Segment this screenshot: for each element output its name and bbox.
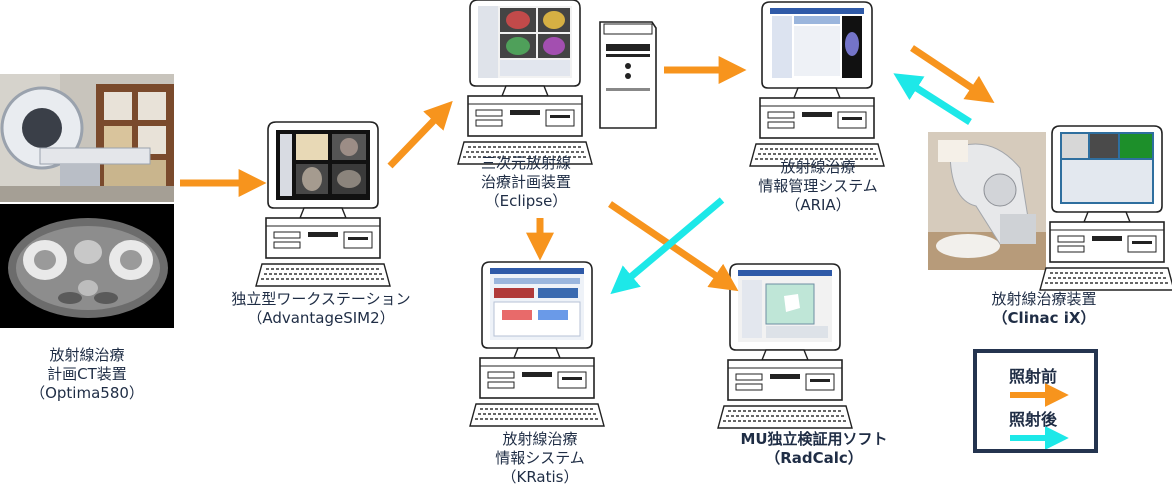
legend-box: 照射前 照射後 xyxy=(973,349,1098,453)
linac-control-computer xyxy=(1039,125,1172,291)
eclipse-label-line3: （Eclipse） xyxy=(484,192,568,210)
ct-label-line1: 放射線治療 xyxy=(49,346,125,364)
aria-label-line3: （ARIA） xyxy=(785,196,851,214)
eclipse-label: 三次元放射線 治療計画装置 （Eclipse） xyxy=(481,154,571,211)
ct-label-line2: 計画CT装置 xyxy=(47,365,127,383)
aria-label-line2: 情報管理システム xyxy=(758,177,878,195)
radcalc-label-line2: （RadCalc） xyxy=(765,449,863,467)
aria-label: 放射線治療 情報管理システム （ARIA） xyxy=(758,158,878,215)
arrow-aria-to-linac xyxy=(910,45,995,103)
workstation-label-line2: （AdvantageSIM2） xyxy=(247,309,395,327)
kratis-label: 放射線治療 情報システム （KRatis） xyxy=(495,430,585,487)
radcalc-label-line1: MU独立検証用ソフト xyxy=(740,430,888,448)
arrow-linac-to-aria xyxy=(893,73,972,125)
aria-computer xyxy=(749,1,885,167)
linac-photo xyxy=(928,132,1046,270)
arrow-aria-to-kratis xyxy=(610,197,725,295)
linac-label: 放射線治療装置 （Clinac iX） xyxy=(991,290,1096,328)
eclipse-tower xyxy=(599,21,657,129)
workstation-label: 独立型ワークステーション （AdvantageSIM2） xyxy=(231,290,410,328)
workstation-label-line1: 独立型ワークステーション xyxy=(231,290,411,308)
flow-arrows xyxy=(180,45,995,295)
ct-slice-image xyxy=(0,204,174,328)
radcalc-computer xyxy=(717,263,853,429)
linac-label-line2: （Clinac iX） xyxy=(992,309,1096,327)
ct-label: 放射線治療 計画CT装置 （Optima580） xyxy=(30,346,144,403)
ct-scanner-photo xyxy=(0,74,174,202)
eclipse-label-line2: 治療計画装置 xyxy=(480,173,572,191)
ct-label-line3: （Optima580） xyxy=(30,384,144,402)
legend-before-label: 照射前 xyxy=(1009,367,1058,386)
eclipse-label-line1: 三次元放射線 xyxy=(480,154,572,172)
kratis-computer xyxy=(469,261,605,427)
workstation-computer xyxy=(255,121,391,287)
arrow-workstation-to-eclipse xyxy=(387,100,453,169)
linac-label-line1: 放射線治療装置 xyxy=(991,290,1097,308)
legend-after-label: 照射後 xyxy=(1009,410,1058,429)
eclipse-computer xyxy=(457,0,593,165)
aria-label-line1: 放射線治療 xyxy=(780,158,856,176)
radcalc-label: MU独立検証用ソフト （RadCalc） xyxy=(740,430,887,468)
kratis-label-line3: （KRatis） xyxy=(501,468,579,486)
kratis-label-line2: 情報システム xyxy=(495,449,585,467)
kratis-label-line1: 放射線治療 xyxy=(502,430,578,448)
